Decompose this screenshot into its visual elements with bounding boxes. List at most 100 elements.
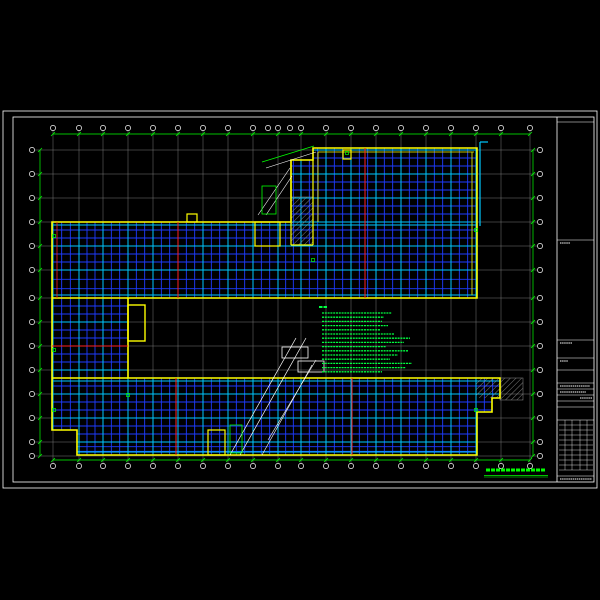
inner-border — [12, 116, 595, 483]
dimension-tick — [37, 267, 43, 273]
dimension-tick — [530, 171, 536, 177]
axis-bubble-bottom — [473, 463, 479, 469]
column-markers — [52, 151, 478, 412]
axis-bubble-bottom — [398, 463, 404, 469]
axis-bubble-bottom — [298, 463, 304, 469]
axis-bubble-top — [50, 125, 56, 131]
column-marker — [474, 408, 478, 412]
dimension-tick — [527, 131, 533, 137]
axis-bubble-top — [373, 125, 379, 131]
dimension-tick — [323, 457, 329, 463]
dimension-lines — [37, 131, 536, 463]
ramp-edge-upper — [257, 167, 291, 216]
dimension-tick — [473, 457, 479, 463]
dimension-tick — [50, 457, 56, 463]
dimension-tick — [498, 131, 504, 137]
axis-bubble-right — [537, 295, 543, 301]
dimension-tick — [275, 131, 281, 137]
dimension-tick — [37, 295, 43, 301]
axis-bubble-right — [537, 147, 543, 153]
dimension-tick — [530, 367, 536, 373]
dimension-tick — [448, 457, 454, 463]
axis-bubble-top — [398, 125, 404, 131]
small-box — [342, 149, 352, 160]
axis-bubble-left — [29, 267, 35, 273]
ramp-edge-lower — [229, 337, 297, 456]
dimension-tick — [37, 319, 43, 325]
notes-block — [319, 306, 412, 373]
dimension-tick — [37, 343, 43, 349]
dimension-tick — [373, 131, 379, 137]
axis-bubble-left — [29, 171, 35, 177]
axis-bubble-left — [29, 219, 35, 225]
wall-projection-box — [127, 304, 146, 342]
title-block — [557, 121, 594, 480]
dimension-tick — [50, 131, 56, 137]
dimension-tick — [37, 415, 43, 421]
axis-bubble-top — [76, 125, 82, 131]
axis-bubble-bottom — [498, 463, 504, 469]
axis-bubble-bottom — [323, 463, 329, 469]
axis-bubble-right — [537, 243, 543, 249]
axis-bubble-top — [225, 125, 231, 131]
dimension-tick — [398, 457, 404, 463]
column-marker — [52, 234, 56, 238]
axis-bubble-right — [537, 219, 543, 225]
axis-bubble-right — [537, 343, 543, 349]
dimension-tick — [530, 195, 536, 201]
axis-bubble-right — [537, 391, 543, 397]
dimension-tick — [473, 131, 479, 137]
dimension-tick — [530, 219, 536, 225]
axis-bubble-right — [537, 195, 543, 201]
dimension-tick — [150, 131, 156, 137]
dimension-tick — [125, 457, 131, 463]
building-outline — [51, 141, 501, 456]
dimension-tick — [37, 367, 43, 373]
axis-bubble-left — [29, 319, 35, 325]
dimension-tick — [423, 457, 429, 463]
axis-bubble-left — [29, 195, 35, 201]
axis-bubble-right — [537, 439, 543, 445]
dimension-tick — [175, 457, 181, 463]
axis-bubble-top — [498, 125, 504, 131]
dimension-tick — [76, 457, 82, 463]
outer-border — [2, 110, 598, 489]
ramp-box-lower — [229, 424, 243, 454]
dimension-tick — [175, 131, 181, 137]
ramp-edge-lower — [267, 359, 317, 441]
axis-bubble-bottom — [125, 463, 131, 469]
dimension-tick — [530, 267, 536, 273]
ramp-edge-lower — [239, 337, 307, 456]
axis-bubble-left — [29, 391, 35, 397]
column-marker — [52, 408, 56, 412]
axis-bubble-bottom — [150, 463, 156, 469]
dimension-tick — [250, 457, 256, 463]
column-marker — [126, 393, 130, 397]
small-box — [186, 213, 198, 223]
dimension-tick — [348, 131, 354, 137]
dimension-tick — [530, 439, 536, 445]
axis-bubble-top — [423, 125, 429, 131]
dimension-tick — [37, 147, 43, 153]
dimension-tick — [530, 415, 536, 421]
axis-bubble-right — [537, 319, 543, 325]
dimension-tick — [323, 131, 329, 137]
dimension-tick — [530, 147, 536, 153]
dimension-tick — [530, 453, 536, 459]
beam-grid — [52, 148, 500, 455]
axis-bubble-left — [29, 367, 35, 373]
dimension-tick — [100, 131, 106, 137]
axis-bubble-bottom — [373, 463, 379, 469]
equipment-box — [281, 346, 309, 359]
axis-bubble-bottom — [50, 463, 56, 469]
stair-box — [207, 429, 226, 456]
hatched-area-right-inner — [476, 378, 500, 398]
axis-bubbles — [29, 125, 543, 469]
axis-bubble-right — [537, 171, 543, 177]
dimension-tick — [37, 391, 43, 397]
axis-bubble-top — [448, 125, 454, 131]
axis-bubble-top — [250, 125, 256, 131]
axis-bubble-bottom — [527, 463, 533, 469]
sheet-frames — [2, 110, 598, 489]
dimension-tick — [37, 195, 43, 201]
